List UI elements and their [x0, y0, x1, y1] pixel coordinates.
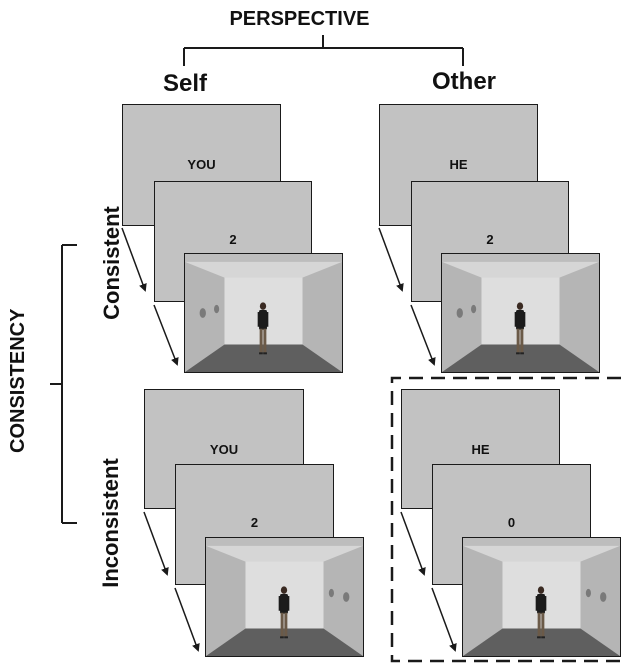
wall-disc — [471, 304, 477, 314]
ceiling — [185, 254, 342, 262]
left-wall — [185, 261, 225, 372]
floor — [442, 344, 599, 372]
column-label-other: Other — [432, 68, 497, 95]
right-wall — [302, 261, 342, 372]
wall-disc — [600, 592, 607, 602]
left-wall — [206, 545, 246, 656]
wall-disc — [214, 304, 220, 314]
pronoun-text: YOU — [187, 157, 216, 172]
avatar — [278, 586, 290, 639]
pronoun-text: HE — [471, 442, 490, 457]
left-wall — [442, 261, 482, 372]
wall-disc — [585, 588, 591, 598]
number-text: 0 — [507, 515, 516, 530]
ceiling — [442, 254, 599, 262]
consistency-bracket — [50, 244, 77, 524]
floor — [185, 344, 342, 372]
pronoun-text: YOU — [209, 442, 239, 457]
room-scene-other-inconsistent — [462, 537, 621, 657]
column-label-self: Self — [163, 70, 208, 97]
consistency-heading: CONSISTENCY — [7, 308, 29, 453]
right-wall — [323, 545, 363, 656]
avatar — [514, 302, 526, 355]
avatar — [257, 302, 269, 355]
wall-disc — [456, 308, 463, 318]
ceiling — [206, 538, 363, 546]
number-text: 2 — [486, 232, 494, 247]
pronoun-text: HE — [449, 157, 468, 172]
wall-disc — [343, 592, 350, 602]
room-scene-self-inconsistent — [205, 537, 364, 657]
wall-disc — [328, 588, 334, 598]
perspective-heading: PERSPECTIVE — [229, 8, 370, 30]
number-text: 2 — [250, 515, 259, 530]
wall-disc — [199, 308, 206, 318]
right-wall — [559, 261, 599, 372]
room-scene-self-consistent — [184, 253, 343, 373]
room-scene-other-consistent — [441, 253, 600, 373]
floor — [206, 628, 363, 656]
perspective-bracket — [183, 35, 464, 66]
ceiling — [463, 538, 620, 546]
row-label-inconsistent: Inconsistent — [98, 458, 123, 588]
number-text: 2 — [229, 232, 237, 247]
